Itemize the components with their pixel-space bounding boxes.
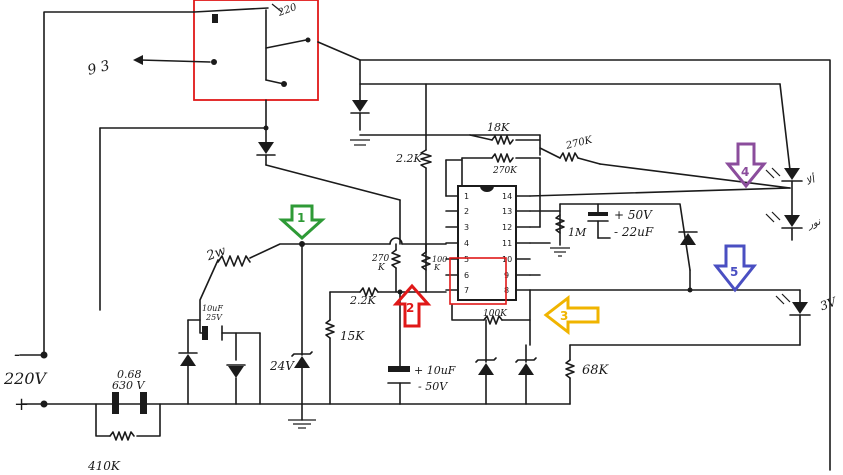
marker-3-number: 3 — [560, 309, 568, 323]
cap-22uf-label: - 22uF — [614, 225, 654, 239]
res-270k-left-label: 270 — [371, 254, 389, 264]
ic-pin: 5 — [464, 255, 469, 264]
led-middle-icon — [784, 215, 800, 227]
supply-voltage: 220V — [3, 369, 48, 388]
diode-top-icon — [352, 100, 368, 112]
supply-minus: - — [14, 344, 20, 365]
diode-left-a-icon — [180, 354, 196, 366]
ic-pin: 4 — [464, 239, 469, 248]
ic-pin: 7 — [464, 286, 469, 295]
cap-068-plate-left — [112, 392, 119, 414]
diode-left-b-icon — [228, 366, 244, 378]
ic-pin: 14 — [502, 192, 512, 201]
res-100k-mid-label: 100 — [432, 255, 447, 264]
cap-50v-label: + 50V — [614, 208, 653, 222]
res-270k-right-label: 270K — [564, 135, 594, 152]
marker-3: 3 — [543, 294, 600, 336]
marker-1: 1 — [278, 204, 326, 241]
diode-relay-icon — [258, 142, 274, 154]
zener-24v-label: 24V — [269, 359, 295, 373]
res-100k-mid-unit: K — [433, 263, 441, 272]
ic-pins-left: 1 2 3 4 5 6 7 — [445, 192, 469, 295]
diode-right-icon — [680, 233, 696, 245]
res-410k-label: 410K — [87, 459, 121, 473]
ic-notch — [480, 186, 494, 192]
res-22k-bottom-label: 2.2K — [349, 294, 376, 307]
res-270k-left-unit: K — [377, 263, 386, 273]
zener-b-icon — [518, 363, 534, 375]
res-2w-label: 2w — [204, 243, 228, 264]
res-22k-top-label: 2.2K — [395, 152, 422, 165]
output-label-top: 9 3 — [86, 58, 112, 79]
ic-pin: 1 — [464, 192, 469, 201]
cap-10uf-left-plate — [202, 326, 208, 340]
res-68k-label: 68K — [582, 363, 610, 378]
marker-2-number: 2 — [406, 301, 414, 315]
res-18k-label: 18K — [487, 121, 510, 134]
res-1m-label: 1M — [568, 226, 587, 239]
cap-small-bottom-label: 25V — [205, 313, 223, 322]
marker-4-number: 4 — [741, 165, 749, 179]
relay-contact-block — [212, 14, 218, 23]
led-bottom-icon — [792, 302, 808, 314]
cap-10uf-bottom-plate — [388, 366, 410, 372]
ic-pin: 11 — [502, 239, 512, 248]
highlight-pins — [449, 257, 507, 305]
cap-50v-bottom-label: - 50V — [418, 380, 448, 393]
marker-1-number: 1 — [297, 211, 305, 225]
output-label-right: 3V — [818, 294, 839, 313]
led-middle-text: نور — [804, 216, 823, 232]
cap-630v-label: 630 V — [112, 379, 145, 392]
res-15k-label: 15K — [340, 329, 365, 343]
relay-box — [193, 0, 319, 101]
ic-pin: 3 — [464, 223, 469, 232]
marker-5: 5 — [712, 244, 758, 293]
marker-2: 2 — [392, 283, 432, 328]
ic-pin: 13 — [502, 207, 512, 216]
cap-22uf-plate — [588, 212, 608, 216]
cap-068-label: 0.68 — [117, 368, 142, 381]
cap-068-plate-right — [140, 392, 147, 414]
cap-10uf-bottom-label: + 10uF — [414, 364, 456, 377]
zener-a-icon — [478, 363, 494, 375]
cap-small-top-label: 10uF — [202, 304, 223, 313]
zener-24v-icon — [294, 356, 310, 368]
led-top-icon — [784, 168, 800, 180]
output-arrow-icon — [133, 55, 143, 65]
ic-pin: 2 — [464, 207, 469, 216]
ic-pin: 12 — [502, 223, 512, 232]
ic-pin: 6 — [464, 271, 469, 280]
marker-4: 4 — [724, 142, 768, 189]
res-100k-bottom-label: 100K — [483, 309, 508, 319]
ic-pin: 10 — [502, 255, 512, 264]
res-270k-top-label: 270K — [492, 166, 518, 176]
marker-5-number: 5 — [730, 265, 738, 279]
led-top-text: ألا — [804, 172, 819, 188]
